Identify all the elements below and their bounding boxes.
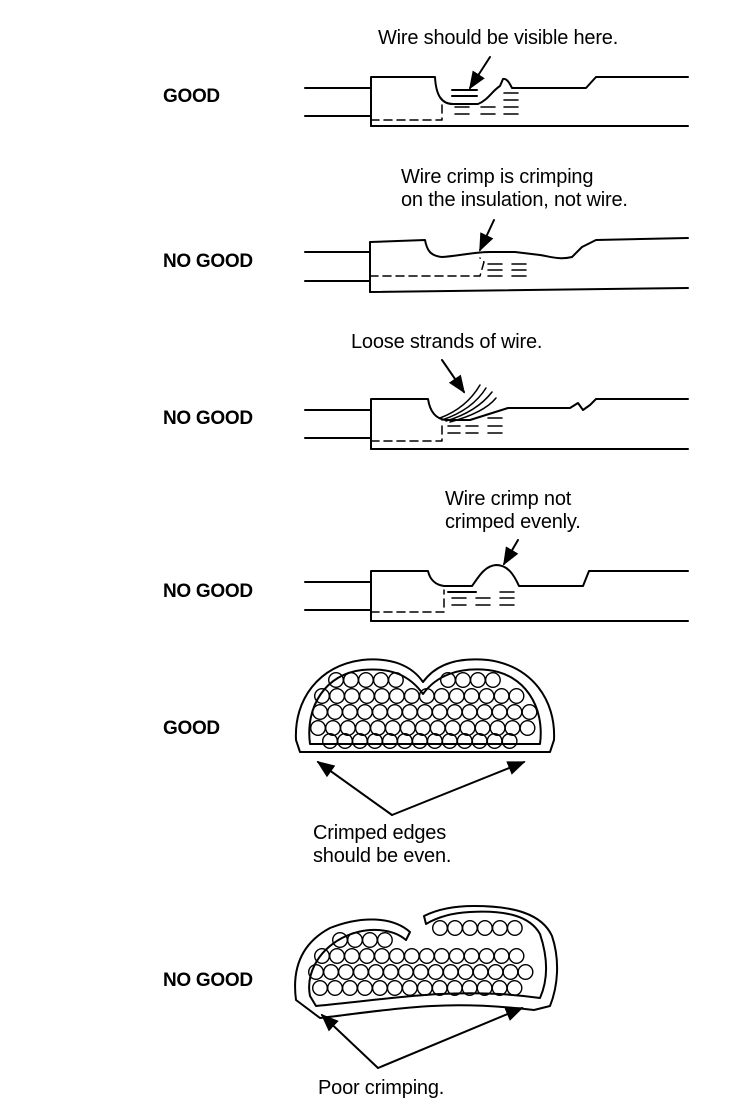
crimp-cross-section-poor [295,906,557,1068]
wire-strands-poor [309,921,533,996]
panel-5-caption-line-2: should be even. [313,845,452,867]
arrow-insulation [480,220,494,252]
arrow-right-edge [392,762,526,815]
panel-2-caption: Wire crimp is crimping on the insulation… [401,166,628,212]
panel-6-caption-line-1: Poor crimping. [318,1077,445,1099]
panel-2-label: NO GOOD [163,251,253,272]
panel-4-caption: Wire crimp not crimped evenly. [445,488,581,534]
panel-4-label: NO GOOD [163,581,253,602]
panel-6-caption: Poor crimping. [318,1077,444,1100]
terminal-insulation-crimp-side-view [305,220,688,292]
panel-1-caption-line-1: Wire should be visible here. [378,27,619,49]
panel-5-caption-line-1: Crimped edges [313,822,447,844]
arrow-left-poor [320,1013,378,1068]
terminal-loose-strands-side-view [305,360,688,449]
panel-2-caption-line-2: on the insulation, not wire. [401,189,628,211]
arrow-left-edge [316,760,392,815]
panel-4-caption-line-2: crimped evenly. [445,511,581,533]
terminal-good-side-view [305,57,688,126]
wire-strands-good [311,673,537,749]
panel-6-label: NO GOOD [163,970,253,991]
panel-1-caption: Wire should be visible here. [378,27,618,50]
panel-4-caption-line-1: Wire crimp not [445,488,572,510]
crimp-cross-section-good [296,659,554,815]
arrow-uneven [504,540,518,566]
panel-3-label: NO GOOD [163,408,253,429]
wire-strand-lines [488,264,526,276]
arrow-right-poor [378,1008,524,1068]
panel-2-caption-line-1: Wire crimp is crimping [401,166,594,188]
terminal-uneven-crimp-side-view [305,540,688,621]
arrow-wire-visible [470,57,490,90]
arrow-loose-strands [442,360,466,394]
panel-5-label: GOOD [163,718,220,739]
panel-1-label: GOOD [163,86,220,107]
panel-5-caption: Crimped edges should be even. [313,822,451,868]
wire-strand-lines [448,418,502,433]
panel-3-caption: Loose strands of wire. [351,331,542,354]
wire-strand-lines [452,90,518,114]
loose-wire-strands [440,385,496,422]
wire-strand-lines [448,592,514,605]
panel-3-caption-line-1: Loose strands of wire. [351,331,543,353]
